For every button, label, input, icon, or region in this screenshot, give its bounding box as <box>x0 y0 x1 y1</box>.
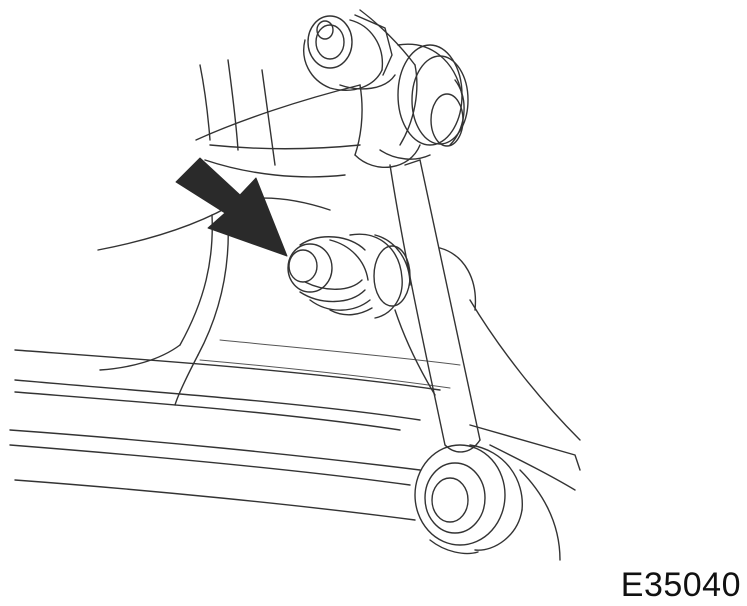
lower-arm-outline <box>9 339 581 561</box>
figure-reference-number: E35040 <box>620 566 741 604</box>
upper-bracket-outline <box>97 59 361 406</box>
indicator-arrow <box>175 157 288 257</box>
stabilizer-link-rod <box>379 149 481 453</box>
lower-link-eye <box>414 444 523 555</box>
top-nut <box>303 14 396 91</box>
lower-mount <box>394 247 581 441</box>
upper-link-eye <box>354 9 469 169</box>
target-nut <box>287 233 411 319</box>
